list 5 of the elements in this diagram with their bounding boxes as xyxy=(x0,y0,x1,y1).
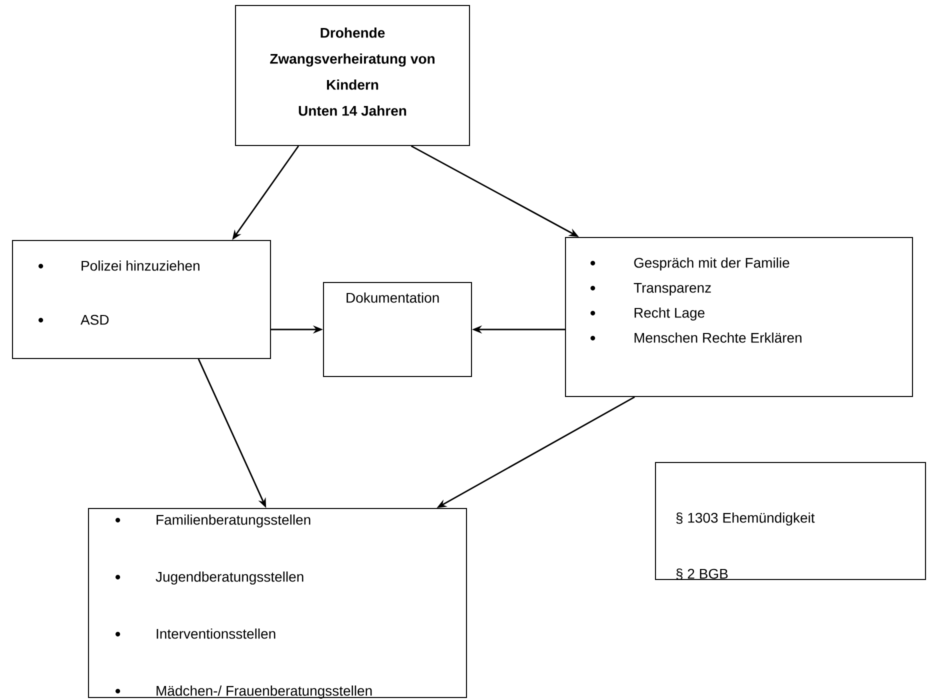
process-box: Dokumentation xyxy=(323,282,472,377)
title-box: Drohende Zwangsverheiratung von Kindern Unten 14 Jahren xyxy=(235,5,470,146)
bullet-list-box: Polizei hinzuziehen ASD xyxy=(12,240,271,359)
bullet-list-box: Gespräch mit der Familie Transparenz Recht Lage Menschen Rechte Erklären xyxy=(565,237,913,397)
bullet-list-box: Familienberatungsstellen Jugendberatungsstellen Interventionsstellen Mädchen-/ Frauenberatungsstellen xyxy=(88,508,467,699)
